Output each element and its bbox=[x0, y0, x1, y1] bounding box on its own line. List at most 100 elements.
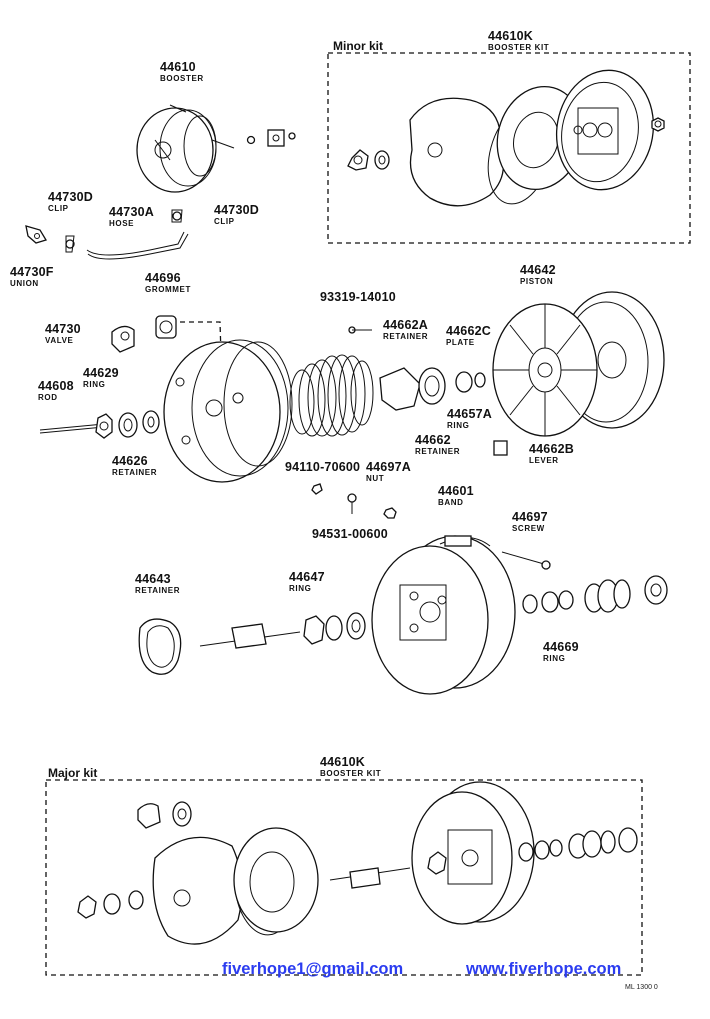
part-number: 44662A bbox=[383, 318, 428, 332]
part-number: 44730F bbox=[10, 265, 54, 279]
part-name: RING bbox=[289, 583, 312, 593]
booster-assembly bbox=[136, 104, 235, 193]
part-name: HOSE bbox=[109, 218, 135, 228]
part-number: 44610 bbox=[160, 60, 196, 74]
retainer-44662a-part bbox=[379, 367, 421, 411]
major-kit-rear-shell bbox=[411, 781, 535, 925]
part-name: RING bbox=[543, 653, 566, 663]
part-number: 44657A bbox=[447, 407, 492, 421]
part-number: 44697 bbox=[512, 510, 548, 524]
part-callout: 44730A HOSE bbox=[109, 206, 154, 228]
part-callout: 44657A RING bbox=[447, 408, 492, 430]
minor-kit-number: 44610K bbox=[488, 29, 533, 43]
minor-kit-diaphragm bbox=[409, 97, 504, 207]
diagram-reference: ML 1300 0 bbox=[625, 984, 658, 991]
contact-email[interactable]: fiverhope1@gmail.com bbox=[222, 960, 404, 978]
part-callout: 44730D CLIP bbox=[214, 204, 259, 226]
minor-kit-frame bbox=[327, 52, 691, 244]
part-number: 44662B bbox=[529, 442, 574, 456]
piston-part bbox=[492, 291, 665, 437]
part-name: BOOSTER bbox=[160, 73, 204, 83]
major-kit-push-rod bbox=[329, 867, 411, 889]
bolt-94531-part bbox=[347, 493, 357, 514]
part-number: 44696 bbox=[145, 271, 181, 285]
part-number: 94531-00600 bbox=[312, 527, 388, 541]
major-kit-callout: 44610K BOOSTER KIT bbox=[320, 756, 381, 778]
major-kit-plate bbox=[233, 827, 319, 933]
grommet-part bbox=[155, 315, 177, 339]
part-callout: 44643 RETAINER bbox=[135, 573, 180, 595]
part-name: RETAINER bbox=[383, 331, 429, 341]
part-callout: 44662C PLATE bbox=[446, 325, 491, 347]
valve-part bbox=[111, 325, 135, 353]
union-part bbox=[25, 225, 47, 244]
part-number: 93319-14010 bbox=[320, 290, 396, 304]
part-number: 44697A bbox=[366, 460, 411, 474]
minor-kit-small-parts bbox=[347, 149, 390, 171]
part-name: BAND bbox=[438, 497, 464, 507]
part-number: 44643 bbox=[135, 572, 171, 586]
ring-44669-part bbox=[522, 575, 668, 614]
clip-left-part bbox=[65, 235, 75, 253]
band-part bbox=[439, 535, 491, 547]
part-name: RETAINER bbox=[112, 467, 158, 477]
part-callout: 44696 GROMMET bbox=[145, 272, 191, 294]
minor-kit-label: Minor kit bbox=[333, 39, 383, 53]
contact-website[interactable]: www.fiverhope.com bbox=[466, 960, 622, 978]
retainer-44626-part bbox=[118, 410, 160, 438]
part-name: RETAINER bbox=[415, 446, 461, 456]
part-name: RING bbox=[447, 420, 470, 430]
part-number: 44662C bbox=[446, 324, 491, 338]
push-rod-part bbox=[199, 623, 301, 649]
minor-kit-nut bbox=[651, 117, 665, 132]
part-number: 44669 bbox=[543, 640, 579, 654]
front-shell bbox=[163, 339, 293, 483]
plate-part bbox=[418, 367, 446, 405]
part-callout: 44730D CLIP bbox=[48, 191, 93, 213]
part-name: ROD bbox=[38, 392, 58, 402]
part-number: 44626 bbox=[112, 454, 148, 468]
part-callout: 44662 RETAINER bbox=[415, 434, 460, 456]
minor-kit-rear-shell bbox=[555, 69, 655, 191]
part-callout: 44610 BOOSTER bbox=[160, 61, 204, 83]
minor-kit-callout: 44610K BOOSTER KIT bbox=[488, 30, 549, 52]
part-number: 44730D bbox=[214, 203, 259, 217]
major-kit-diaphragm bbox=[152, 836, 243, 945]
minor-kit-name: BOOSTER KIT bbox=[488, 42, 550, 52]
part-name: RING bbox=[83, 379, 106, 389]
part-number: 44647 bbox=[289, 570, 325, 584]
part-callout: 44730F UNION bbox=[10, 266, 54, 288]
booster-hardware bbox=[246, 129, 296, 147]
part-callout: 44730 VALVE bbox=[45, 323, 81, 345]
ring-44647-part bbox=[303, 612, 366, 645]
lever-part bbox=[493, 440, 508, 456]
diaphragm-spring bbox=[289, 354, 374, 437]
ring-44657a-part bbox=[455, 371, 486, 393]
screw-part bbox=[501, 551, 551, 570]
part-name: CLIP bbox=[48, 203, 69, 213]
major-kit-name: BOOSTER KIT bbox=[320, 768, 382, 778]
part-callout: 44669 RING bbox=[543, 641, 579, 663]
rear-shell bbox=[371, 535, 516, 695]
part-name: SCREW bbox=[512, 523, 545, 533]
part-number: 44730A bbox=[109, 205, 154, 219]
part-callout: 44662B LEVER bbox=[529, 443, 574, 465]
part-number: 94110-70600 bbox=[285, 460, 361, 474]
major-kit-valve-parts bbox=[137, 801, 192, 829]
part-callout: 44608 ROD bbox=[38, 380, 74, 402]
part-number: 44629 bbox=[83, 366, 119, 380]
part-name: PISTON bbox=[520, 276, 554, 286]
part-number: 44730 bbox=[45, 322, 81, 336]
part-callout: 44601 BAND bbox=[438, 485, 474, 507]
bolt-94110-part bbox=[311, 483, 323, 495]
hose-pipe bbox=[86, 231, 185, 256]
part-number: 44601 bbox=[438, 484, 474, 498]
part-callout: 44662A RETAINER bbox=[383, 319, 428, 341]
hose-pipe-edge bbox=[87, 233, 189, 260]
part-name: CLIP bbox=[214, 216, 235, 226]
part-callout: 44697 SCREW bbox=[512, 511, 548, 533]
part-name: PLATE bbox=[446, 337, 475, 347]
part-callout: 44629 RING bbox=[83, 367, 119, 389]
major-kit-frame bbox=[45, 779, 643, 976]
